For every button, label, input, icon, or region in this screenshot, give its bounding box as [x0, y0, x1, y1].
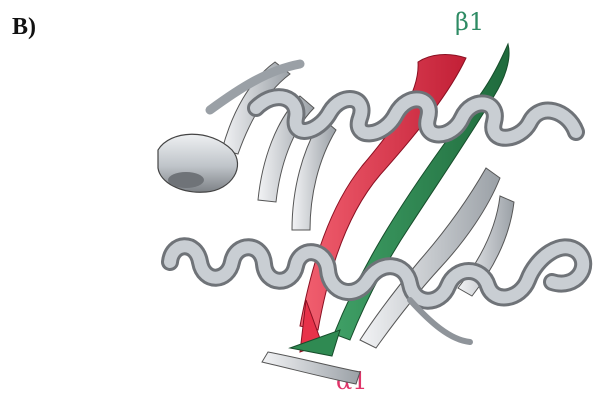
left-beta-sheet [158, 62, 336, 230]
